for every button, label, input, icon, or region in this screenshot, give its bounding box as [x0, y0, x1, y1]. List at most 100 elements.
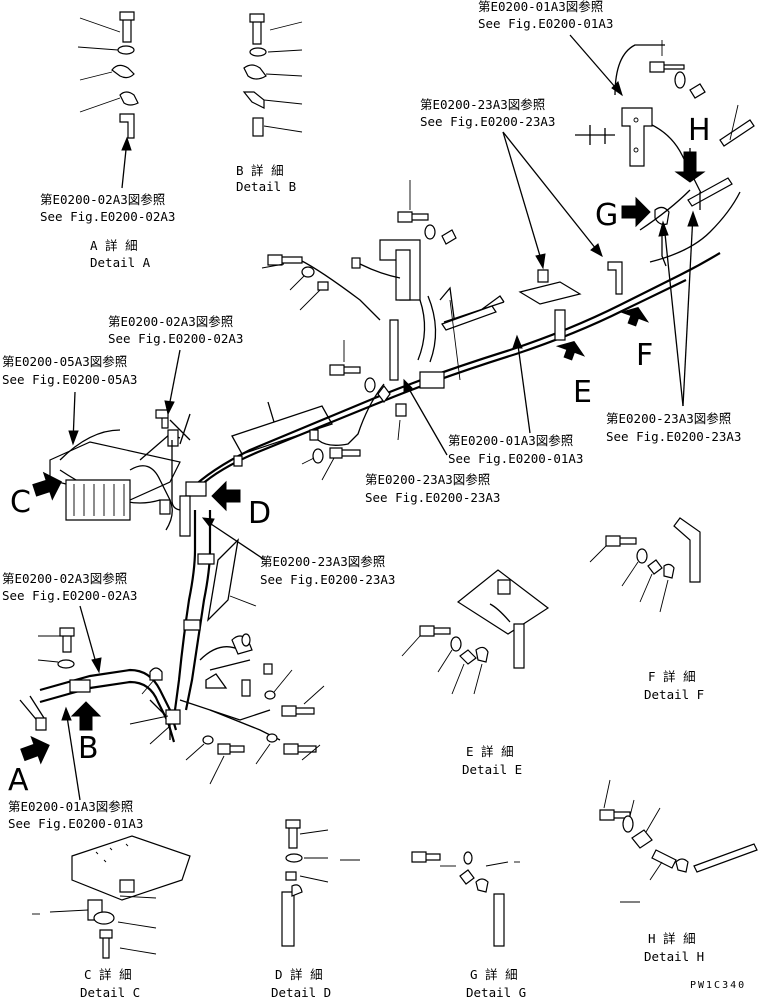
- bracket-icon: [673, 517, 701, 583]
- detail-caption-ja: B 詳 細: [236, 163, 284, 178]
- view-arrow-icon: [20, 735, 50, 765]
- left-valve-assembly: [49, 409, 207, 537]
- clamp-icon: [111, 64, 135, 79]
- view-letter: D: [248, 496, 271, 531]
- bolt-icon: [285, 819, 301, 849]
- detail-caption-ja: F 詳 細: [648, 669, 696, 684]
- detail-g-caption: G 詳 細 Detail G: [466, 967, 526, 999]
- ref-label-en: See Fig.E0200-01A3: [448, 451, 583, 466]
- bar-icon: [687, 177, 733, 207]
- view-letter: B: [78, 731, 99, 766]
- detail-f-caption: F 詳 細 Detail F: [644, 669, 704, 702]
- bolt-icon: [419, 625, 451, 637]
- detail-caption-en: Detail E: [462, 762, 522, 777]
- ref-label-ja: 第E0200-01A3図参照: [478, 0, 603, 14]
- ref-label-ja: 第E0200-23A3図参照: [606, 411, 731, 426]
- ref-label-en: See Fig.E0200-02A3: [40, 209, 175, 224]
- ref-label-ja: 第E0200-02A3図参照: [108, 314, 233, 329]
- bolt-icon: [283, 743, 317, 755]
- bracket-icon: [119, 113, 135, 139]
- washer-icon: [674, 71, 686, 89]
- ref-e0101-b: 第E0200-01A3図参照 See Fig.E0200-01A3: [8, 799, 143, 831]
- clip-icon: [241, 679, 251, 697]
- bar-icon: [493, 893, 505, 947]
- lower-harness: [173, 510, 325, 765]
- view-d-marker: D: [211, 480, 271, 531]
- ref-label-en: See Fig.E0200-23A3: [606, 429, 741, 444]
- detail-caption-ja: A 詳 細: [90, 238, 138, 253]
- detail-b-parts: [242, 13, 303, 137]
- washer-icon: [202, 735, 214, 745]
- bolt-icon: [99, 929, 113, 959]
- drawing-code: PW1C340: [690, 980, 746, 991]
- bolt-icon: [411, 851, 441, 863]
- detail-caption-en: Detail F: [644, 687, 704, 702]
- detail-c-parts: [32, 835, 191, 959]
- detail-a-caption: A 詳 細 Detail A: [90, 238, 151, 270]
- lower-left-harness: [19, 627, 245, 785]
- ref-e0101-mid: 第E0200-01A3図参照 See Fig.E0200-01A3: [448, 433, 583, 466]
- washer-icon: [93, 911, 115, 925]
- bar-icon: [281, 891, 295, 947]
- view-letter: A: [8, 763, 29, 798]
- bar-icon: [719, 119, 755, 147]
- ref-label-ja: 第E0200-23A3図参照: [260, 554, 385, 569]
- ref-label-en: See Fig.E0200-01A3: [478, 16, 613, 31]
- bolt-icon: [605, 535, 637, 547]
- bolt-icon: [119, 11, 135, 43]
- detail-e-parts: [401, 569, 550, 695]
- view-f-marker: F: [619, 306, 653, 373]
- view-letter: F: [636, 338, 653, 373]
- detail-b-caption: B 詳 細 Detail B: [236, 163, 296, 194]
- view-c-marker: C: [10, 471, 62, 520]
- clip-icon: [689, 83, 706, 99]
- view-g-marker: G: [595, 196, 670, 267]
- washer-icon: [450, 636, 462, 652]
- view-letter: H: [688, 113, 711, 148]
- ref-e0202-a: 第E0200-02A3図参照 See Fig.E0200-02A3: [40, 192, 175, 224]
- ref-e0223-f: 第E0200-23A3図参照 See Fig.E0200-23A3: [606, 411, 741, 444]
- view-e-marker: E: [555, 340, 592, 410]
- washer-icon: [301, 266, 315, 278]
- view-letter: G: [595, 198, 618, 233]
- washer-icon: [424, 224, 436, 240]
- connector-icon: [419, 371, 445, 389]
- ref-e0223-mid: 第E0200-23A3図参照 See Fig.E0200-23A3: [365, 472, 500, 505]
- detail-c-caption: C 詳 細 Detail C: [80, 967, 140, 999]
- view-letter: E: [573, 375, 592, 410]
- detail-h-caption: H 詳 細 Detail H: [644, 931, 704, 964]
- bolt-icon: [397, 211, 429, 223]
- detail-caption-en: Detail B: [236, 179, 296, 194]
- ref-e0202-b: 第E0200-02A3図参照 See Fig.E0200-02A3: [2, 571, 137, 603]
- ref-label-ja: 第E0200-23A3図参照: [365, 472, 490, 487]
- view-b-marker: B: [70, 701, 102, 766]
- ref-label-ja: 第E0200-05A3図参照: [2, 354, 127, 369]
- ref-label-en: See Fig.E0200-02A3: [2, 588, 137, 603]
- washer-icon: [463, 851, 473, 865]
- clamp-icon: [243, 64, 267, 80]
- bolt-icon: [249, 13, 265, 45]
- ref-label-en: See Fig.E0200-02A3: [108, 331, 243, 346]
- plate-icon: [518, 281, 582, 305]
- washer-icon: [285, 853, 303, 863]
- washer-icon: [622, 815, 634, 833]
- bolt-icon: [329, 364, 361, 376]
- detail-d-caption: D 詳 細 Detail D: [271, 967, 331, 999]
- washer-icon: [312, 448, 324, 464]
- plate-icon: [456, 569, 550, 635]
- detail-f-parts: [589, 517, 701, 613]
- bolt-icon: [649, 61, 685, 73]
- bracket-icon: [513, 623, 525, 669]
- ref-label-ja: 第E0200-02A3図参照: [2, 571, 127, 586]
- top-right-bracket-assembly: [575, 40, 706, 196]
- detail-caption-ja: E 詳 細: [466, 744, 514, 759]
- washer-icon: [364, 377, 376, 393]
- clamp-icon: [185, 481, 207, 497]
- ref-e0223-d: 第E0200-23A3図参照 See Fig.E0200-23A3: [260, 554, 395, 587]
- view-arrow-icon: [32, 471, 62, 501]
- detail-caption-en: Detail C: [80, 985, 140, 999]
- cover-plate-icon: [71, 835, 191, 901]
- ref-e0202-mid: 第E0200-02A3図参照 See Fig.E0200-02A3: [108, 314, 243, 346]
- ref-label-ja: 第E0200-01A3図参照: [448, 433, 573, 448]
